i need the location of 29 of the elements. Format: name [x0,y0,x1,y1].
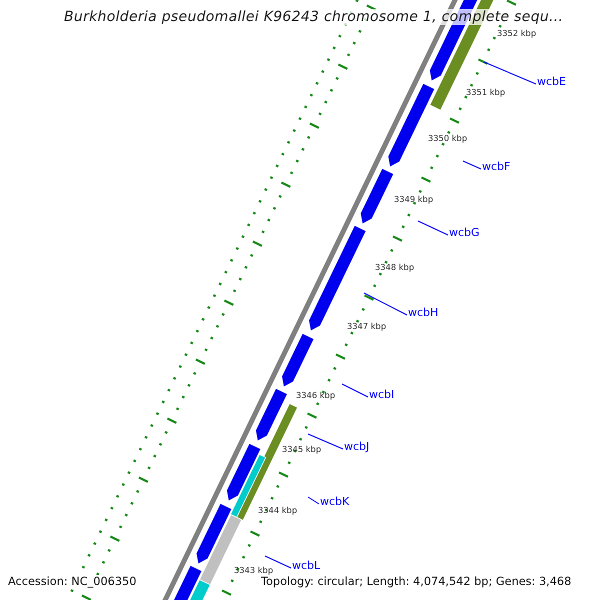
leader-line [484,62,536,84]
footer-text: Accession: NC_006350 [8,575,136,588]
scale-label: 3351 kbp [466,87,506,97]
leader-line [308,496,320,504]
gene-label: wcbH [408,306,438,319]
chart-title: Burkholderia pseudomallei K96243 chromosome 1, complete sequ... [64,9,564,25]
gene-label: wcbE [537,75,566,88]
gene-label: wcbI [369,388,394,401]
gene-label: wcbF [482,160,510,173]
scale-label: 3344 kbp [258,505,298,515]
gene-label: wcbJ [344,440,370,453]
scale-label: 3345 kbp [282,444,322,454]
leader-line [308,434,344,450]
leader-line [364,292,408,316]
footer-text: Topology: circular; Length: 4,074,542 bp; Genes: 3,468 [261,575,572,588]
scale-label: 3347 kbp [347,321,386,331]
scale-label: 3343 kbp [234,565,274,575]
scale-label: 3348 kbp [375,262,414,272]
leader-line [264,556,292,568]
gene-label: wcbK [320,495,350,508]
leader-line [418,220,448,236]
scale-label: 3350 kbp [428,133,468,143]
scale-label: 3346 kbp [296,390,336,400]
gene-label: wcbL [292,559,320,572]
gene-label: wcbG [449,226,480,239]
leader-line [342,384,368,398]
scale-label: 3352 kbp [497,28,536,38]
leader-line [462,160,482,170]
scale-label: 3349 kbp [394,194,434,204]
